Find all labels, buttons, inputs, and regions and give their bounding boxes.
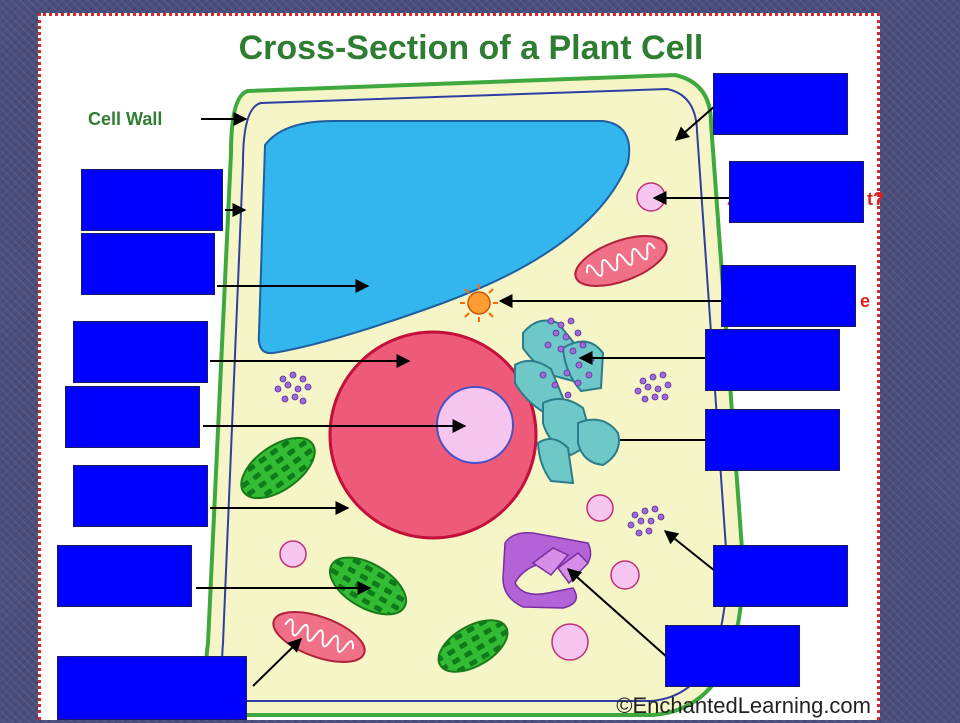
endoplasmic-reticulum — [514, 319, 620, 485]
label-box-left-3[interactable] — [73, 321, 208, 383]
ribosome-cluster — [634, 371, 672, 403]
ribosome-cluster — [274, 371, 312, 405]
ribosome-cluster — [627, 505, 665, 537]
pointer-arrows — [196, 105, 731, 687]
label-partial-right-2: t? — [867, 189, 883, 209]
diagram-title: Cross-Section of a Plant Cell — [239, 29, 704, 67]
label-box-right-2[interactable] — [729, 161, 864, 223]
label-box-left-6[interactable] — [57, 545, 192, 607]
chloroplast — [437, 619, 509, 673]
label-cell-wall: Cell Wall — [88, 109, 162, 129]
label-box-left-1[interactable] — [81, 169, 223, 231]
central-vacuole — [257, 120, 631, 355]
label-box-right-5[interactable] — [705, 409, 840, 471]
centrosome — [460, 284, 498, 322]
chloroplast — [240, 436, 316, 500]
label-box-right-3[interactable] — [721, 265, 856, 327]
vesicles — [279, 182, 666, 661]
label-box-left-5[interactable] — [73, 465, 208, 527]
label-box-right-4[interactable] — [705, 329, 840, 391]
label-partial-right-3: e — [860, 291, 870, 311]
mitochondrion — [574, 235, 668, 287]
label-box-right-6[interactable] — [713, 545, 848, 607]
label-box-right-7[interactable] — [665, 625, 800, 687]
label-box-left-7[interactable] — [57, 656, 247, 720]
mitochondrion — [272, 611, 366, 663]
credit-text: ©EnchantedLearning.com — [616, 693, 871, 718]
label-box-left-2[interactable] — [81, 233, 215, 295]
cell-membrane — [221, 87, 729, 702]
plant-cell-diagram: Cross-Section of a Plant Cell — [88, 29, 883, 718]
label-box-right-1[interactable] — [713, 73, 848, 135]
label-box-left-4[interactable] — [65, 386, 200, 448]
golgi-apparatus — [502, 531, 592, 609]
nucleus — [328, 330, 538, 540]
